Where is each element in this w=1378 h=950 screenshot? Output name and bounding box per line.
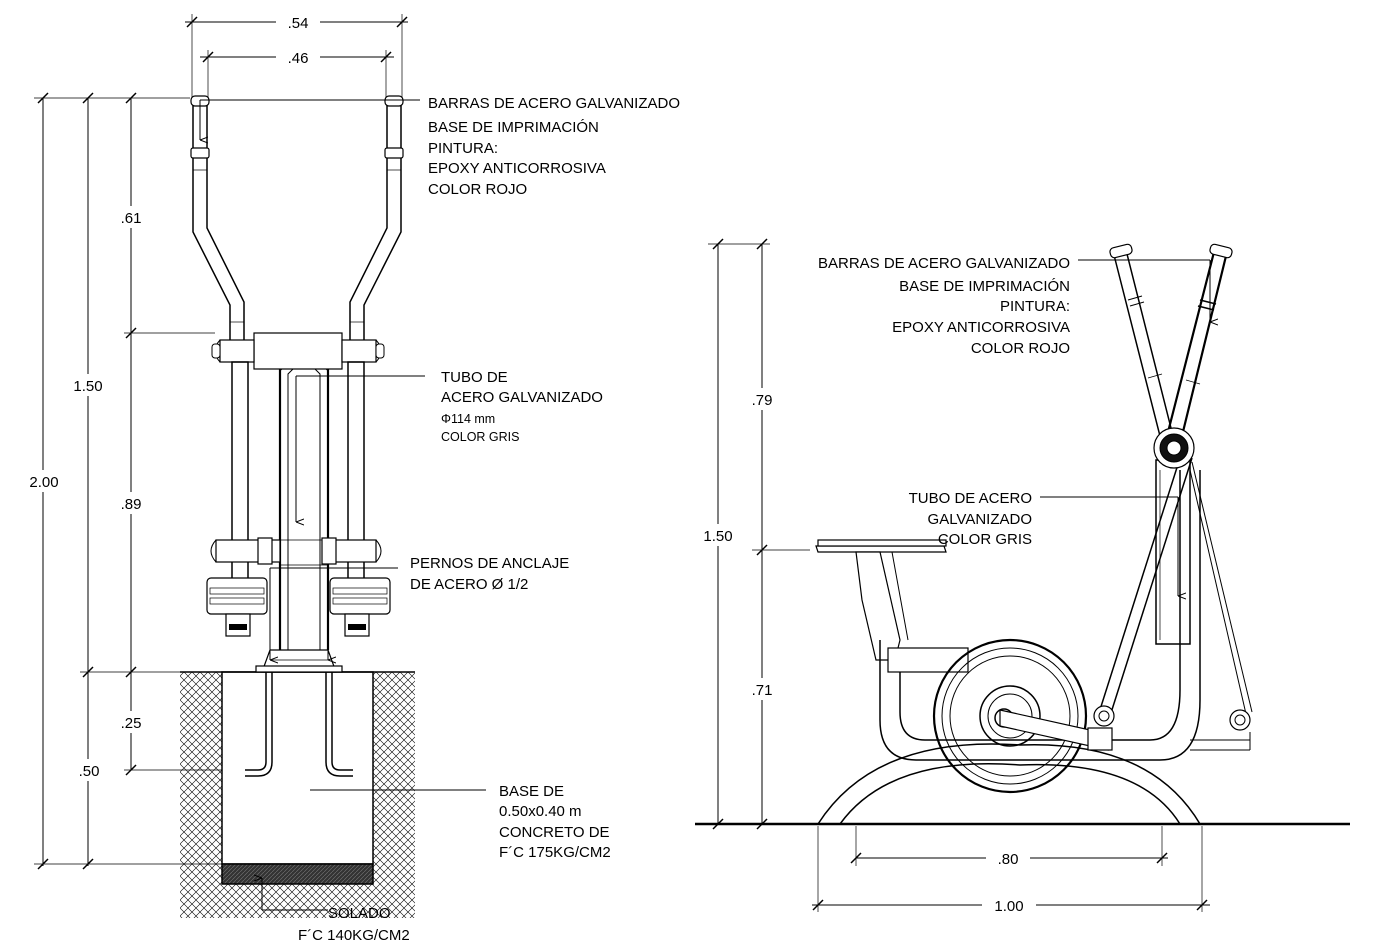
side-bars-line-2: BASE DE IMPRIMACIÓN [899, 278, 1070, 295]
bars-label-line-5: COLOR ROJO [428, 181, 527, 198]
dim-upper: .79 [752, 392, 773, 409]
dim-overall-height: 2.00 [29, 474, 58, 491]
dimensions-side: .79 1.50 .71 .80 1.00 [698, 238, 1210, 915]
base-label-line-2: 0.50x0.40 m [499, 803, 582, 820]
side-tube-line-3: COLOR GRIS [938, 531, 1032, 548]
dim-post-height: .89 [121, 496, 142, 513]
base-label-line-4: F´C 175KG/CM2 [499, 844, 611, 861]
lower-arms [210, 361, 382, 613]
dim-top-width-outer: .54 [288, 15, 309, 32]
bars-label-line-1: BARRAS DE ACERO GALVANIZADO [428, 95, 680, 112]
dim-embed-depth: .25 [121, 715, 142, 732]
crank-arm [999, 709, 1113, 751]
base-label-line-3: CONCRETO DE [499, 824, 610, 841]
soil-section [180, 671, 415, 918]
side-bars-line-3: PINTURA: [1000, 298, 1070, 315]
side-bars-line-1: BARRAS DE ACERO GALVANIZADO [818, 255, 1070, 272]
dim-inner-width: .80 [998, 851, 1019, 868]
dim-handle-height: .61 [121, 210, 142, 227]
bars-label-line-3: PINTURA: [428, 140, 498, 157]
dim-lower: .71 [752, 682, 773, 699]
side-tube-line-1: TUBO DE ACERO [909, 490, 1032, 507]
tube-label-line-1: TUBO DE [441, 369, 508, 386]
tube-spec-line-1: Φ114 mm [441, 412, 495, 426]
side-bars-line-4: EPOXY ANTICORROSIVA [892, 319, 1070, 336]
bars-label-line-2: BASE DE IMPRIMACIÓN [428, 119, 599, 136]
solado-label-line-1: SOLADO [328, 905, 391, 922]
main-post [1155, 459, 1253, 751]
solado-label-line-2: F´C 140KG/CM2 [298, 927, 410, 944]
side-view: .79 1.50 .71 .80 1.00 [695, 238, 1350, 915]
base-label-line-1: BASE DE [499, 783, 564, 800]
handlebars [190, 95, 404, 340]
drive-arm [1093, 457, 1193, 727]
tube-spec-line-2: COLOR GRIS [441, 430, 520, 444]
leaders-side [1040, 259, 1210, 596]
leaders-front [199, 99, 486, 911]
side-handlebars [1109, 243, 1233, 446]
pivot-hub [211, 332, 385, 370]
dim-base-depth: .50 [79, 763, 100, 780]
concrete-footing [221, 671, 374, 885]
anchor-bolts [245, 672, 353, 777]
dim-top-width-inner: .46 [288, 50, 309, 67]
dim-outer-width: 1.00 [994, 898, 1023, 915]
dim-total: 1.50 [703, 528, 732, 545]
pivot-bearing [1153, 427, 1195, 469]
dim-upper-total: 1.50 [73, 378, 102, 395]
front-view: .54 .46 [22, 12, 680, 944]
labels-front: BARRAS DE ACERO GALVANIZADO BASE DE IMPR… [298, 95, 680, 944]
side-bars-line-5: COLOR ROJO [971, 340, 1070, 357]
side-tube-line-2: GALVANIZADO [928, 511, 1032, 528]
dimensions-front: .54 .46 [22, 12, 408, 870]
pedals [206, 577, 391, 637]
bolts-label-line-2: DE ACERO Ø 1/2 [410, 576, 528, 593]
bars-label-line-4: EPOXY ANTICORROSIVA [428, 160, 606, 177]
bolts-label-line-1: PERNOS DE ANCLAJE [410, 555, 569, 572]
central-post [278, 350, 330, 650]
frame-loop [879, 470, 1201, 761]
seat [815, 539, 947, 661]
tube-label-line-2: ACERO GALVANIZADO [441, 389, 603, 406]
labels-side: BARRAS DE ACERO GALVANIZADO BASE DE IMPR… [818, 255, 1070, 548]
base-plate [255, 649, 343, 673]
